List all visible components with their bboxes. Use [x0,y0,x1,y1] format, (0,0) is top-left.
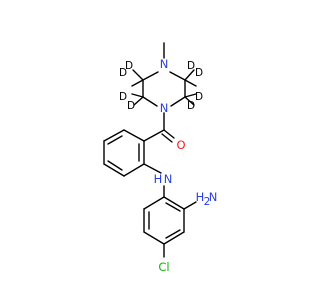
atom-d-4: D [127,100,135,112]
bond-c-o-1 [163,129,175,139]
atom-d-1: D [125,60,133,72]
bond-pip-1 [142,71,159,81]
atom-nh2-h: H [196,190,205,204]
molecule-diagram: N N O N H H 2 N Cl D D D D D D D D [103,42,218,274]
bond-ring1-f [123,129,145,142]
atom-n-amide: N [160,101,169,115]
bond-ring2-d [143,231,165,245]
atom-d-8: D [187,100,195,112]
atom-d-5: D [187,60,195,72]
bond-ring1-inner-c [107,135,123,145]
bond-d4 [133,96,144,106]
atom-nh-h: H [154,172,163,186]
bond-pip-3 [142,96,158,107]
atom-d-7: D [195,91,203,103]
bond-d8 [184,96,195,106]
atom-d-3: D [119,91,127,103]
atom-d-6: D [195,67,203,79]
atom-oxygen: O [176,138,185,152]
bond-carbonyl-ring [143,129,165,142]
bond-d2 [131,79,144,87]
bond-d1 [132,69,144,81]
bond-ring2-a [163,196,185,210]
bond-c-o-2 [161,133,173,143]
bond-d6 [184,79,197,87]
bond-ring1-nh [143,163,162,174]
atom-d-2: D [119,67,127,79]
bond-ring2-f [143,196,165,210]
bond-d7 [184,93,197,98]
bond-pip-6 [169,71,186,81]
bond-ring1-inner-b [107,160,123,171]
bond-ring1-e [103,129,125,142]
atom-chlorine: Cl [158,260,169,274]
bond-ring2-inner-b [165,229,181,239]
atom-nh2-subscript: 2 [204,196,211,208]
structure-drawing: N N O N H H 2 N Cl D D D D D D D D [103,42,218,274]
atom-n-methyl: N [160,57,169,71]
bond-d5 [184,69,195,81]
bond-pip-4 [170,96,186,107]
bond-ring1-c [103,163,125,177]
atom-nh2-n: N [209,190,218,204]
bond-ring2-nh2 [183,201,197,210]
bond-ring2-c [163,231,185,245]
bond-ring1-b [123,163,145,177]
bond-ring2-inner-a [165,202,181,212]
atom-nh-n: N [164,172,173,186]
bond-d3 [131,93,144,98]
